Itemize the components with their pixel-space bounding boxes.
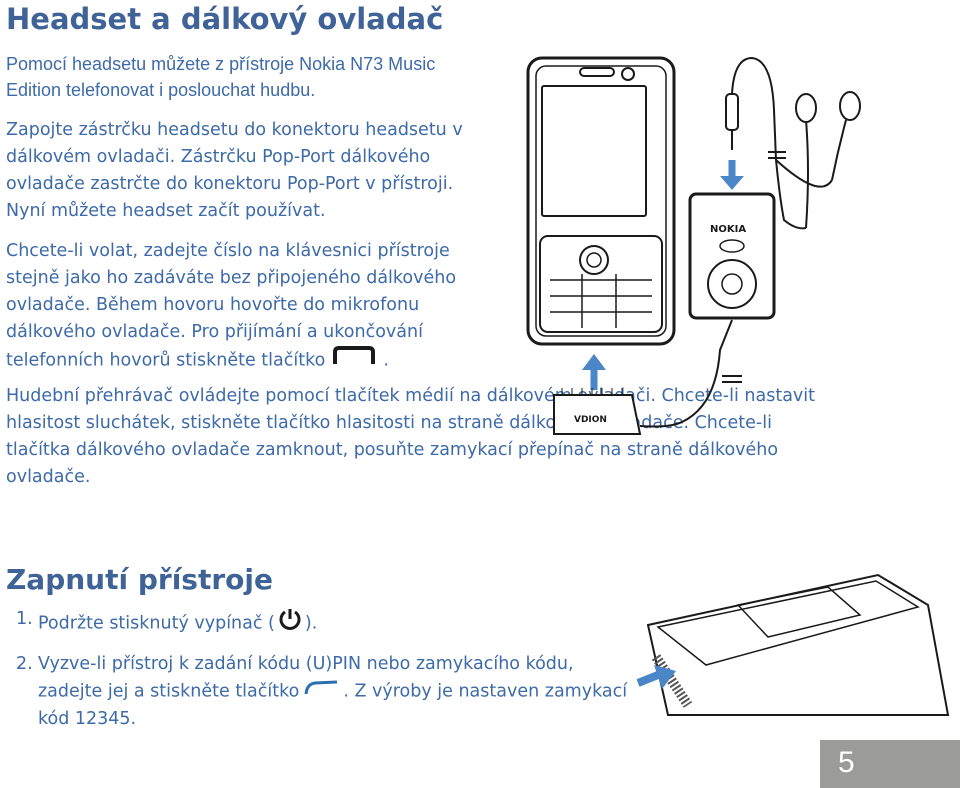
phone-side-illustration bbox=[636, 573, 950, 716]
step-text: Podržte stisknutý vypínač ( bbox=[38, 613, 275, 634]
end-key-icon bbox=[331, 346, 377, 375]
remote-brand: NOKIA bbox=[710, 224, 746, 235]
remote-control-image: NOKIA bbox=[688, 192, 776, 320]
pop-port-connector-image: VDION bbox=[553, 388, 642, 435]
left-selection-key-icon bbox=[303, 678, 339, 705]
step-text-end: . Z výroby je nastaven zamykací kód 1234… bbox=[38, 681, 628, 729]
list-item: 1. Podržte stisknutý vypínač (). bbox=[16, 606, 636, 641]
page-number: 5 bbox=[838, 746, 855, 779]
calling-paragraph: Chcete-li volat, zadejte číslo na kláves… bbox=[6, 238, 486, 375]
section-title: Zapnutí přístroje bbox=[6, 563, 273, 596]
headset-illustration: VDION NOKIA bbox=[526, 56, 861, 435]
step-number: 1. bbox=[16, 609, 33, 629]
step-text: Vyzve-li přístroj k zadání kódu (U)PIN n… bbox=[38, 654, 574, 702]
step-text-end: ). bbox=[304, 613, 318, 634]
phone-front-image bbox=[526, 56, 676, 346]
connect-paragraph: Zapojte zástrčku headsetu do konektoru h… bbox=[6, 120, 463, 221]
step-number: 2. bbox=[16, 654, 33, 674]
list-item: 2. Vyzve-li přístroj k zadání kódu (U)PI… bbox=[16, 651, 636, 733]
steps-list: 1. Podržte stisknutý vypínač (). 2. Vyzv… bbox=[16, 606, 636, 733]
earphones-image bbox=[725, 56, 861, 230]
calling-text-end: . bbox=[383, 350, 389, 371]
page-number-box: 5 bbox=[820, 740, 960, 788]
intro-paragraph: Pomocí headsetu můžete z přístroje Nokia… bbox=[6, 54, 436, 100]
connector-label: VDION bbox=[574, 415, 607, 425]
page-title: Headset a dálkový ovladač bbox=[6, 2, 444, 36]
power-key-icon bbox=[277, 606, 303, 641]
calling-text: Chcete-li volat, zadejte číslo na kláves… bbox=[6, 241, 457, 371]
